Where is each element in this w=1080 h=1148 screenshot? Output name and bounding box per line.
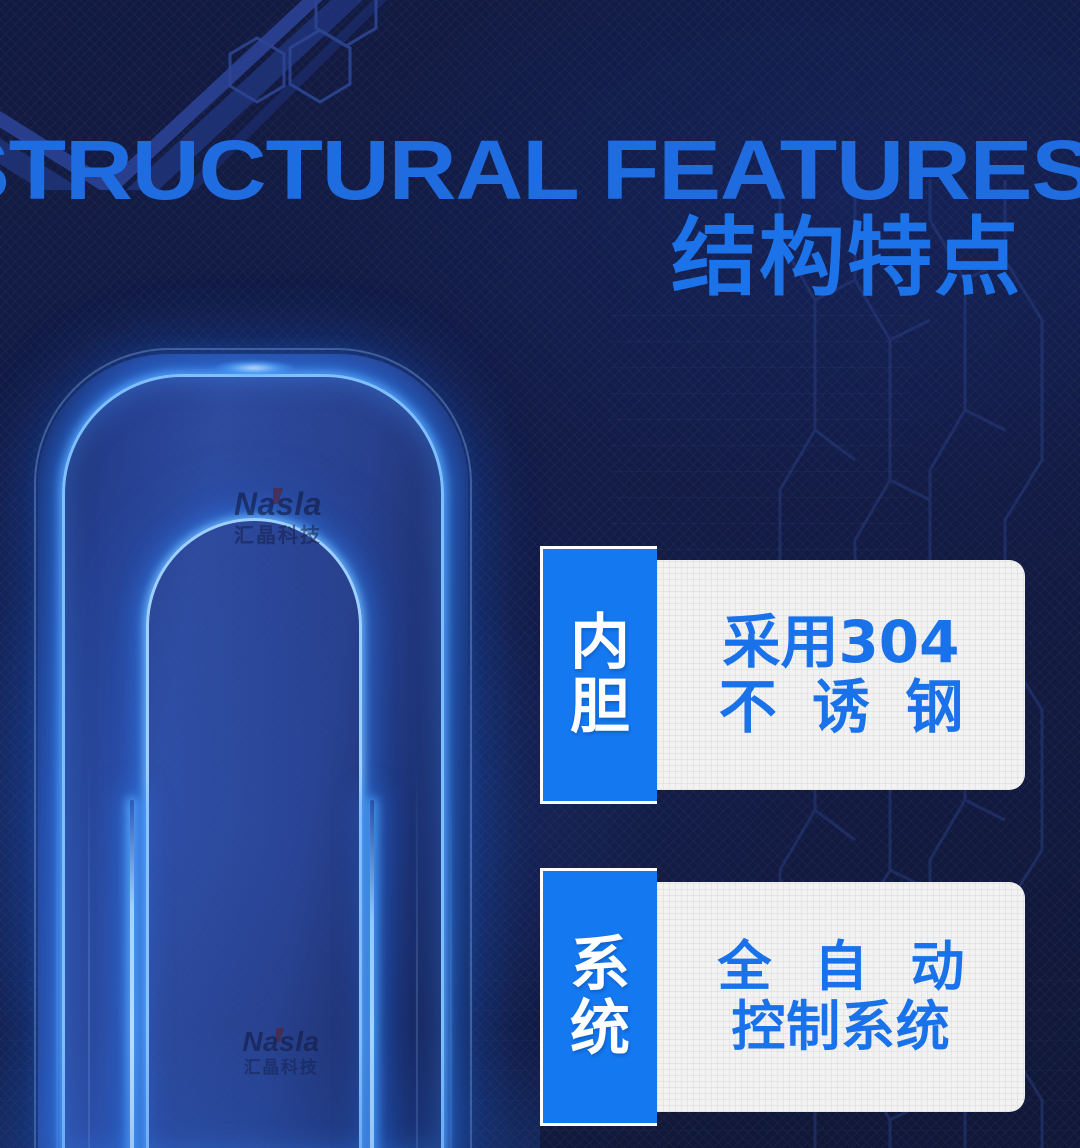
heater-seam xyxy=(450,760,452,1148)
brand-wordmark: Nasla xyxy=(168,488,388,520)
brand-logo-top: Nasla 汇晶科技 xyxy=(168,488,388,545)
brand-chinese-name: 汇晶科技 xyxy=(234,523,322,547)
feature-card-tab: 内 胆 xyxy=(540,546,657,804)
page-title-chinese: 结构特点 xyxy=(671,208,1022,309)
heater-outer-rim xyxy=(34,348,472,1148)
heater-left-glow-edge xyxy=(130,800,134,1148)
feature-card-line-1: 采用304 xyxy=(722,608,960,677)
feature-card-tab-label: 系 统 xyxy=(570,929,630,1064)
brand-wordmark: Nasla xyxy=(176,1028,386,1056)
feature-card-system[interactable]: 系 统 全 自 动 控制系统 xyxy=(540,868,1025,1126)
feature-card-line-1: 全 自 动 xyxy=(717,934,977,998)
brand-n-mark: Nasla xyxy=(234,486,322,522)
feature-card-body: 采用304 不 诱 钢 xyxy=(657,560,1025,790)
heater-seam xyxy=(416,760,418,1148)
page-title-english: STRUCTURAL FEATURES xyxy=(0,123,1080,217)
feature-card-line-2: 控制系统 xyxy=(731,995,951,1058)
product-image-water-heater: Nasla 汇晶科技 Nasla 汇晶科技 xyxy=(18,330,488,1148)
hexagon-outline-decoration xyxy=(200,0,460,140)
feature-card-tab-label: 内 胆 xyxy=(570,607,630,742)
brand-chinese-name: 汇晶科技 xyxy=(243,1058,319,1078)
heater-seam xyxy=(56,760,58,1148)
heater-seam xyxy=(88,760,90,1148)
heater-right-glow-edge xyxy=(370,800,374,1148)
feature-card-tab: 系 统 xyxy=(540,868,657,1126)
brand-logo-bottom: Nasla 汇晶科技 xyxy=(176,1028,386,1077)
feature-card-inner-tank[interactable]: 内 胆 采用304 不 诱 钢 xyxy=(540,546,1025,804)
feature-card-body: 全 自 动 控制系统 xyxy=(657,882,1025,1112)
heater-apex-highlight xyxy=(214,360,294,376)
feature-card-line-2: 不 诱 钢 xyxy=(718,673,971,741)
brand-n-mark: Nasla xyxy=(242,1026,320,1057)
headline-block: STRUCTURAL FEATURES 结构特点 xyxy=(0,128,1080,309)
